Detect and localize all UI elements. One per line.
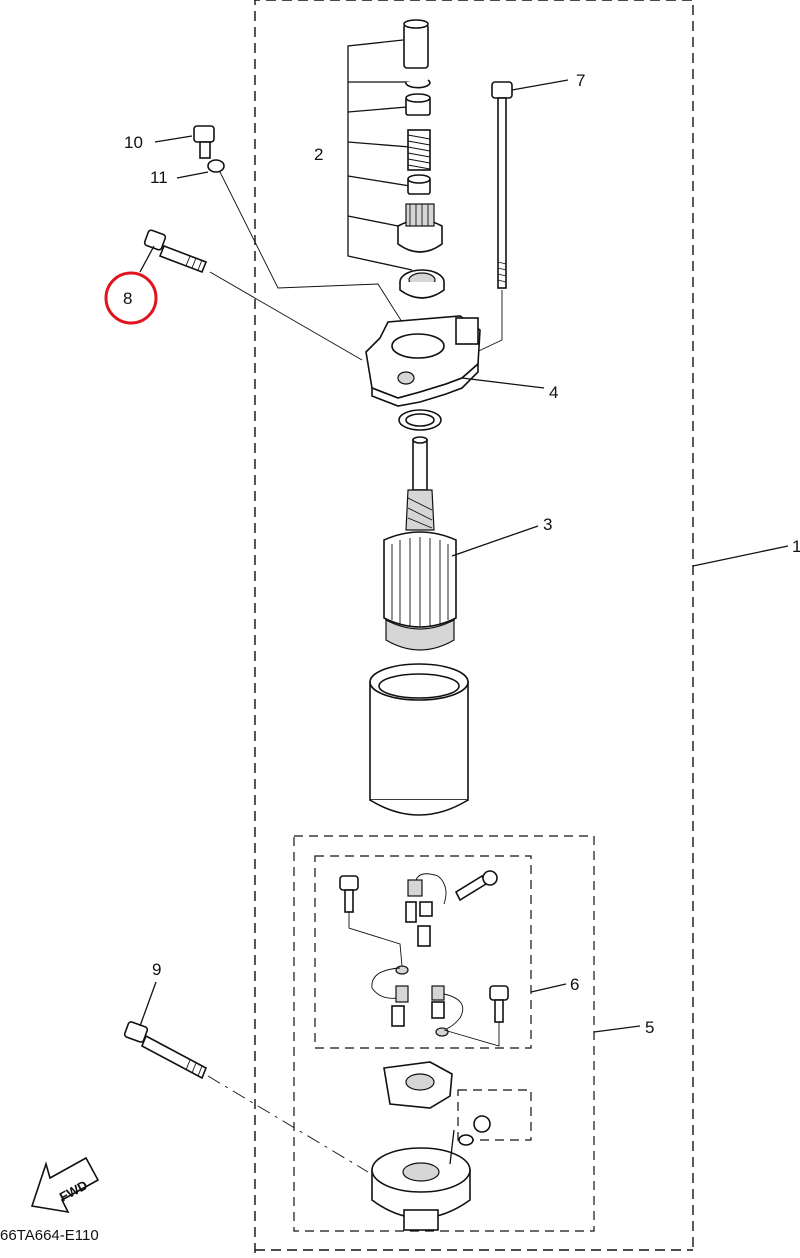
assembly-border-6 bbox=[314, 855, 532, 1049]
yoke-frame bbox=[369, 663, 469, 816]
callout-7: 7 bbox=[576, 71, 585, 90]
assembly-border-5 bbox=[293, 835, 595, 1232]
part-4-upper-housing bbox=[365, 315, 545, 431]
part-10-screw bbox=[154, 125, 215, 159]
leader-6 bbox=[530, 983, 567, 993]
callout-4: 4 bbox=[549, 383, 558, 402]
callout-8: 8 bbox=[123, 289, 132, 308]
callout-9: 9 bbox=[152, 960, 161, 979]
part-7-through-bolt bbox=[491, 79, 569, 289]
leader-5 bbox=[593, 1025, 641, 1033]
callout-10: 10 bbox=[124, 133, 143, 152]
part-8-bolt bbox=[139, 229, 208, 274]
part-11-washer bbox=[176, 159, 225, 179]
callout-11: 11 bbox=[150, 168, 168, 187]
part-2-bracket bbox=[347, 39, 413, 271]
callout-3: 3 bbox=[543, 515, 552, 534]
callout-6: 6 bbox=[570, 975, 579, 994]
callout-1: 1 bbox=[792, 537, 800, 556]
callout-5: 5 bbox=[645, 1018, 654, 1037]
part-5-end-cover bbox=[371, 1061, 491, 1231]
diagram-code: 66TA664-E110 bbox=[0, 1227, 99, 1244]
part-3-armature bbox=[383, 436, 539, 651]
highlight-circle bbox=[104, 271, 158, 325]
part-9-bolt bbox=[123, 981, 369, 1173]
part-6-brush-holder bbox=[339, 870, 509, 1047]
part-2-pinion-kit bbox=[397, 19, 445, 299]
fwd-arrow-icon: FWD bbox=[30, 1156, 100, 1214]
leader-1 bbox=[692, 545, 789, 567]
callout-2: 2 bbox=[314, 145, 323, 164]
assembly-border-6-tab bbox=[457, 1089, 532, 1141]
assembly-border-1 bbox=[254, 0, 694, 1253]
